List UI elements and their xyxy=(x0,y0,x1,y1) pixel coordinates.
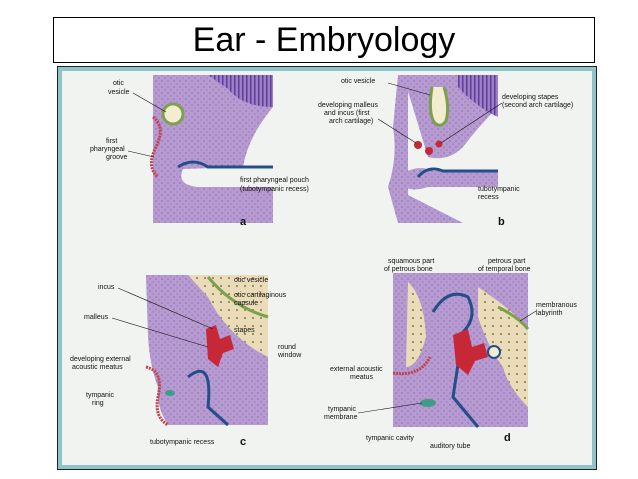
label-d-membrane-1: tympanic xyxy=(328,406,357,413)
recess-c xyxy=(187,369,230,427)
otic-vesicle-a xyxy=(161,102,185,126)
leader-d-membrane xyxy=(357,402,423,414)
tympanic-ring-c xyxy=(165,390,175,396)
label-d-cavity: tympanic cavity xyxy=(366,435,414,442)
label-d-tube: auditory tube xyxy=(430,443,471,450)
label-d-membranous-1: membranous xyxy=(536,302,577,309)
label-c-meatus-2: acoustic meatus xyxy=(72,364,123,371)
label-c-stapes: stapes xyxy=(234,327,255,334)
label-a-otic-2: vesicle xyxy=(108,89,130,96)
panel-a: otic vesicle first pharyngeal groove fir… xyxy=(90,75,309,228)
leader-b-otic xyxy=(387,82,431,96)
meatus-c xyxy=(145,365,169,427)
panel-letter-a: a xyxy=(240,216,247,228)
panel-letter-c: c xyxy=(240,436,246,448)
label-d-petrous-1: petrous part xyxy=(488,258,525,265)
label-a-groove-2: pharyngeal xyxy=(90,146,125,153)
label-b-recess-1: tubotympanic xyxy=(478,186,520,193)
groove-a xyxy=(150,115,162,179)
leader-b-mi xyxy=(377,118,417,144)
stapes-d xyxy=(487,345,501,359)
label-c-malleus: malleus xyxy=(84,314,109,321)
label-c-ring-1: tympanic xyxy=(86,392,115,399)
label-a-groove-1: first xyxy=(106,138,117,145)
ossicles-c xyxy=(206,325,234,367)
leader-b-stapes xyxy=(440,102,503,144)
ossicles-d xyxy=(453,329,488,375)
cavity-d xyxy=(431,292,480,428)
label-b-recess-2: recess xyxy=(478,194,499,201)
label-c-recess: tubotympanic recess xyxy=(150,439,215,446)
leader-a-otic xyxy=(132,92,167,113)
otic-capsule-c xyxy=(188,275,268,357)
label-b-mi-3: arch cartilage) xyxy=(329,118,373,125)
panel-c: incus malleus developing external acoust… xyxy=(70,275,302,448)
embryology-figure: otic vesicle first pharyngeal groove fir… xyxy=(57,66,597,470)
label-b-mi-2: and incus (first xyxy=(324,110,370,117)
diagram-svg: otic vesicle first pharyngeal groove fir… xyxy=(70,75,577,450)
otic-vesicle-c xyxy=(206,276,269,319)
panel-d: squamous part of petrous bone petrous pa… xyxy=(324,258,577,450)
tissue-b xyxy=(398,75,498,190)
label-c-window-1: round xyxy=(278,344,296,351)
label-c-window-2: window xyxy=(277,352,302,359)
label-a-pouch-1: first pharyngeal pouch xyxy=(240,177,309,184)
incus-b xyxy=(425,147,433,155)
tissue-b-left xyxy=(388,75,463,223)
stapes-b xyxy=(435,140,443,148)
panel-letter-b: b xyxy=(498,216,505,228)
label-c-capsule-2: capsule xyxy=(234,300,258,307)
label-c-meatus-1: developing external xyxy=(70,356,131,363)
membrane-d xyxy=(420,399,436,407)
label-d-meatus-1: external acoustic xyxy=(330,366,383,373)
label-d-petrous-2: of temporal bone xyxy=(478,266,531,273)
panel-b: otic vesicle developing malleus and incu… xyxy=(318,75,573,228)
leader-c-incus xyxy=(117,287,214,330)
label-a-pouch-2: (tubotympanic recess) xyxy=(240,186,309,193)
label-b-mi-1: developing malleus xyxy=(318,102,378,109)
label-c-capsule-1: otic cartilaginous xyxy=(234,292,287,299)
leader-a-groove xyxy=(127,150,155,158)
neural-tube-a xyxy=(208,75,273,107)
label-d-membrane-2: membrane xyxy=(324,414,358,421)
label-c-otic: otic vesicle xyxy=(234,277,268,284)
squamous-d xyxy=(406,282,426,367)
otic-vesicle-b xyxy=(428,86,450,127)
label-d-membranous-2: labyrinth xyxy=(536,310,563,317)
label-d-squamous-1: squamous part xyxy=(388,258,434,265)
label-a-otic-1: otic xyxy=(113,80,124,87)
neural-tube-b xyxy=(458,75,498,117)
pouch-a xyxy=(177,160,273,169)
label-b-stapes-1: developing stapes xyxy=(502,94,559,101)
label-d-squamous-2: of petrous bone xyxy=(384,266,433,273)
label-b-stapes-2: (second arch cartilage) xyxy=(502,102,573,109)
title-box: Ear - Embryology xyxy=(53,17,595,63)
meatus-d xyxy=(392,356,432,376)
page-title: Ear - Embryology xyxy=(192,21,456,59)
label-a-groove-3: groove xyxy=(106,154,128,161)
recess-b xyxy=(416,167,498,179)
label-c-incus: incus xyxy=(98,284,115,291)
label-c-ring-2: ring xyxy=(92,400,104,407)
labyrinth-d xyxy=(497,305,530,330)
label-b-otic: otic vesicle xyxy=(341,78,375,85)
leader-c-malleus xyxy=(111,317,209,348)
leader-d-membranous xyxy=(519,310,537,322)
panel-letter-d: d xyxy=(504,432,511,444)
label-d-meatus-2: meatus xyxy=(350,374,373,381)
